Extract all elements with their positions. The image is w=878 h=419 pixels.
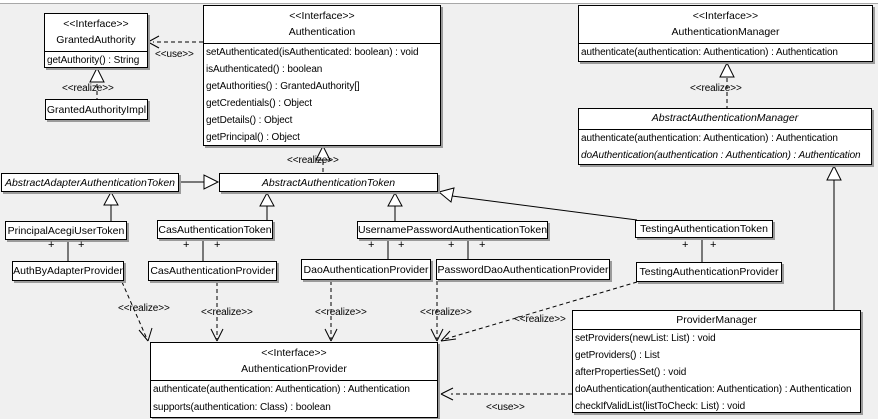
realize-label: <<realize>>	[514, 314, 566, 325]
plus-marker: +	[682, 239, 689, 251]
stereotype: <<Interface>>	[261, 347, 327, 359]
generalization-usernamepassword-token	[387, 191, 403, 221]
plus-marker: +	[479, 239, 486, 251]
plus-marker: +	[368, 239, 375, 251]
class-name: AuthenticationProvider	[241, 363, 347, 375]
method: getCredentials() : Object	[206, 98, 312, 109]
method: authenticate(authentication: Authenticat…	[153, 384, 410, 395]
generalization-provider-manager	[826, 164, 842, 310]
use-label: <<use>>	[155, 49, 194, 60]
method: getPrincipal() : Object	[206, 132, 300, 143]
class-name: TestingAuthenticationProvider	[639, 266, 779, 278]
class-testing-authentication-provider[interactable]: TestingAuthenticationProvider	[636, 262, 782, 282]
realize-label: <<realize>>	[201, 307, 253, 318]
panel-top-edge	[0, 0, 878, 4]
class-abstract-adapter-authentication-token[interactable]: AbstractAdapterAuthenticationToken	[1, 173, 179, 192]
realize-label: <<realize>>	[690, 83, 742, 94]
class-name: AbstractAuthenticationManager	[651, 112, 799, 124]
generalization-adapter-token-to-abstract-token	[179, 174, 220, 190]
realize-label: <<realize>>	[62, 83, 114, 94]
class-authentication-manager[interactable]: <<Interface>> AuthenticationManager auth…	[578, 5, 873, 62]
method: getAuthority() : String	[47, 55, 140, 66]
class-dao-authentication-provider[interactable]: DaoAuthenticationProvider	[301, 259, 431, 280]
class-abstract-authentication-manager[interactable]: AbstractAuthenticationManager authentica…	[578, 108, 872, 165]
class-name: AuthByAdapterProvider	[13, 265, 123, 277]
generalization-principal-token	[103, 190, 119, 221]
realize-label: <<realize>>	[420, 307, 472, 318]
class-principal-acegi-user-token[interactable]: PrincipalAcegiUserToken	[5, 221, 127, 240]
class-provider-manager[interactable]: ProviderManager setProviders(newList: Li…	[572, 310, 861, 413]
class-name: TestingAuthenticationToken	[640, 223, 768, 235]
method: setAuthenticated(isAuthenticated: boolea…	[206, 47, 419, 58]
plus-marker: +	[448, 239, 455, 251]
stereotype: <<Interface>>	[692, 10, 759, 22]
class-authentication[interactable]: <<Interface>> Authentication setAuthenti…	[203, 5, 441, 146]
realize-triangle-grantedauthority	[89, 66, 105, 83]
method: getAuthorities() : GrantedAuthority[]	[206, 81, 360, 92]
class-granted-authority[interactable]: <<Interface>> GrantedAuthority getAuthor…	[44, 13, 148, 68]
class-name: DaoAuthenticationProvider	[303, 263, 429, 276]
class-auth-by-adapter-provider[interactable]: AuthByAdapterProvider	[12, 261, 124, 281]
class-username-password-authentication-token[interactable]: UsernamePasswordAuthenticationToken	[357, 221, 548, 239]
method: isAuthenticated() : boolean	[206, 64, 323, 75]
stereotype: <<Interface>>	[63, 18, 129, 30]
realize-label: <<realize>>	[287, 155, 339, 166]
plus-marker: +	[710, 239, 717, 251]
class-name: AbstractAuthenticationToken	[261, 176, 396, 189]
generalization-cas-token	[259, 191, 275, 220]
class-name: GrantedAuthority	[56, 34, 136, 46]
plus-marker: +	[214, 239, 221, 251]
class-name: PasswordDaoAuthenticationProvider	[437, 263, 609, 276]
realize-triangle-authentication	[315, 144, 331, 161]
plus-marker: +	[78, 239, 85, 251]
plus-marker: +	[398, 239, 405, 251]
plus-marker: +	[48, 239, 55, 251]
method: supports(authentication: Class) : boolea…	[153, 402, 331, 413]
method: checkIfValidList(listToCheck: List) : vo…	[575, 401, 746, 412]
class-password-dao-authentication-provider[interactable]: PasswordDaoAuthenticationProvider	[436, 259, 610, 280]
realize-provider-arrowheads	[138, 327, 457, 342]
generalization-testing-token	[437, 187, 638, 221]
method: afterPropertiesSet() : void	[575, 367, 687, 378]
class-name: Authentication	[288, 26, 356, 38]
class-authentication-provider[interactable]: <<Interface>> AuthenticationProvider aut…	[150, 342, 438, 418]
class-granted-authority-impl[interactable]: GrantedAuthorityImpl	[45, 99, 148, 120]
class-cas-authentication-provider[interactable]: CasAuthenticationProvider	[148, 261, 277, 281]
realize-label: <<realize>>	[118, 303, 170, 314]
method: getDetails() : Object	[206, 115, 293, 126]
use-arrowhead-grantedauthority	[147, 35, 160, 49]
class-cas-authentication-token[interactable]: CasAuthenticationToken	[157, 220, 273, 239]
realize-label: <<realize>>	[315, 307, 367, 318]
class-name: AuthenticationManager	[671, 26, 780, 38]
method: authenticate(authentication: Authenticat…	[581, 47, 838, 58]
class-testing-authentication-token[interactable]: TestingAuthenticationToken	[635, 220, 773, 238]
stereotype: <<Interface>>	[289, 10, 355, 22]
method: setProviders(newList: List) : void	[575, 333, 716, 344]
method: getProviders() : List	[575, 350, 660, 361]
association-token-provider-lines	[67, 238, 703, 262]
class-abstract-authentication-token[interactable]: AbstractAuthenticationToken	[219, 173, 438, 192]
plus-marker: +	[183, 239, 190, 251]
class-name: ProviderManager	[676, 314, 757, 326]
class-name: CasAuthenticationProvider	[150, 265, 275, 277]
realize-triangle-authenticationmanager	[719, 61, 735, 78]
use-label: <<use>>	[486, 402, 525, 413]
realize-provider-dashes	[121, 281, 638, 341]
class-name: PrincipalAcegiUserToken	[7, 224, 125, 237]
class-name: UsernamePasswordAuthenticationToken	[358, 224, 547, 236]
method: doAuthentication(authentication: Authent…	[575, 384, 852, 395]
use-arrowhead-authenticationprovider	[440, 387, 454, 401]
method: authenticate(authentication: Authenticat…	[581, 133, 838, 144]
class-name: GrantedAuthorityImpl	[46, 103, 147, 116]
class-name: AbstractAdapterAuthenticationToken	[4, 176, 176, 189]
class-name: CasAuthenticationToken	[158, 223, 272, 236]
method-abstract: doAuthentication(authentication : Authen…	[581, 150, 861, 161]
